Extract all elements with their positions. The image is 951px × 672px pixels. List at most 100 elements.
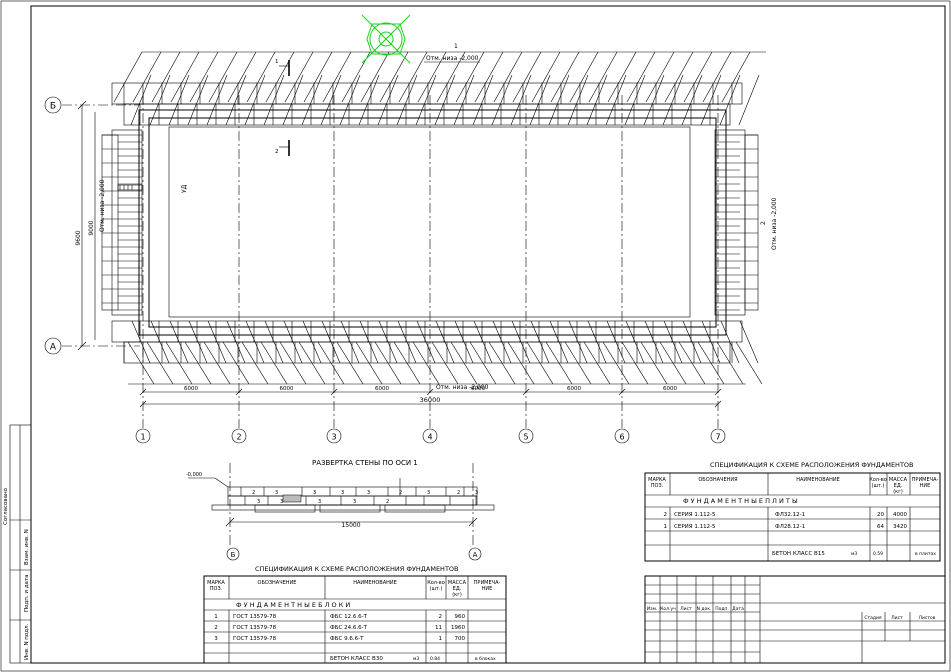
stamp-col-label: Дата: [732, 606, 744, 612]
axis-number-bubble: [518, 428, 534, 444]
spec-left-title: СПЕЦИФИКАЦИЯ К СХЕМЕ РАСПОЛОЖЕНИЯ ФУНДАМ…: [255, 565, 458, 573]
hatch-line: [189, 51, 219, 103]
hatch-line: [586, 74, 608, 126]
table-header: МАССА: [448, 580, 467, 586]
span-label: 6000: [471, 386, 485, 392]
razvertka-dim: 15000: [341, 522, 360, 529]
hatch-line: [702, 51, 732, 103]
table-header: Кол-во: [427, 580, 445, 586]
concrete-label: БЕТОН КЛАСС В30: [330, 656, 383, 662]
level-label-bottom: Отм. низа -2,000: [436, 384, 489, 391]
axis-number-bubble: [422, 428, 438, 444]
table-cell: 2: [664, 512, 668, 518]
concrete-note: в плитах: [915, 552, 936, 557]
hatch-line: [379, 51, 409, 103]
hatch-line: [265, 51, 295, 103]
hatch-line: [605, 74, 627, 126]
block-number: 3: [427, 490, 430, 496]
axis-number-bubble: [231, 428, 247, 444]
table-header: ПРИМЕЧА-: [912, 477, 939, 483]
hatch-line: [739, 320, 759, 364]
hatch-line: [322, 51, 352, 103]
table-cell: 700: [455, 636, 466, 642]
hatch-line: [339, 74, 361, 126]
concrete-qty: 0.59: [873, 551, 883, 557]
axis-number: 1: [140, 433, 145, 442]
table-header: (кг): [452, 592, 462, 598]
table-cell: 2: [214, 625, 218, 631]
table-header: Кол-во: [869, 477, 887, 483]
span-label: 6000: [375, 386, 389, 392]
table-header: ЕД.: [453, 586, 462, 592]
axis-number-bubble: [614, 428, 630, 444]
table-header: НАИМЕНОВАНИЕ: [796, 477, 840, 483]
table-cell: ГОСТ 13579-78: [233, 625, 277, 631]
table-header: (кг): [893, 489, 903, 495]
table-header: НАИМЕНОВАНИЕ: [353, 580, 397, 586]
hatch-line: [626, 51, 656, 103]
hatch-line: [244, 74, 266, 126]
crosshair-icon[interactable]: [361, 14, 411, 64]
table-header: ПОЗ.: [210, 586, 223, 592]
block-number: 3: [353, 499, 356, 505]
axis-number: 6: [619, 433, 624, 442]
hatch-line: [493, 51, 523, 103]
table-cell: 64: [877, 524, 884, 530]
section-number-top: 1: [454, 43, 458, 50]
concrete-unit: м3: [851, 551, 857, 557]
block-number: 3: [313, 490, 316, 496]
table-header: НИЕ: [482, 586, 493, 592]
table-cell: 4000: [893, 512, 907, 518]
spec-right-title: СПЕЦИФИКАЦИЯ К СХЕМЕ РАСПОЛОЖЕНИЯ ФУНДАМ…: [710, 461, 913, 469]
left-wall-blocks: [101, 134, 142, 311]
hatch-line: [683, 51, 713, 103]
block-number: 3: [257, 499, 260, 505]
axis-letter-b: Б: [50, 102, 56, 112]
level-label-left: Отм. низа -2,000: [99, 179, 106, 232]
concrete-qty: 0.84: [430, 656, 440, 662]
concrete-unit: м3: [413, 656, 419, 662]
right-wall-blocks: [715, 134, 759, 311]
block-number: 3: [275, 490, 278, 496]
table-header: ОБОЗНАЧЕНИЯ: [698, 477, 737, 483]
block-number: 2: [399, 490, 402, 496]
hatch-line: [436, 51, 466, 103]
axis-number: 2: [236, 433, 241, 442]
table-cell: ГОСТ 13579-78: [233, 614, 277, 620]
hatch-line: [282, 74, 304, 126]
hatch-line: [719, 74, 741, 126]
hatch-line: [301, 74, 323, 126]
hatch-line: [472, 74, 494, 126]
hatch-line: [132, 51, 162, 103]
dim-width-total: 36000: [420, 396, 441, 404]
hatch-line: [721, 51, 751, 103]
razvertka-level: -0,000: [186, 472, 202, 478]
axis-number-bubble: [326, 428, 342, 444]
hatch-line: [263, 74, 285, 126]
table-header: ОБОЗНАЧЕНИЕ: [258, 580, 297, 586]
table-cell: 1: [214, 614, 218, 620]
table-cell: ФЛ32.12-1: [775, 512, 805, 518]
hatch-line: [113, 51, 143, 103]
cut-label-1: 1: [275, 59, 279, 65]
hatch-line: [643, 74, 665, 126]
table-header: МАРКА: [648, 477, 666, 483]
hatch-line: [398, 51, 428, 103]
stamp-stage-label: Стадия: [864, 615, 882, 621]
hatch-line: [588, 51, 618, 103]
table-cell: 1: [439, 636, 443, 642]
axis-number: 4: [427, 433, 432, 442]
hatch-line: [415, 74, 437, 126]
hatch-line: [624, 74, 646, 126]
table-header: МАССА: [889, 477, 908, 483]
block-number: 3: [318, 499, 321, 505]
stamp-stage-label: Листов: [919, 615, 936, 621]
cut-label-2: 2: [275, 149, 279, 155]
hatch-line: [738, 74, 760, 126]
hatch-line: [358, 74, 380, 126]
table-header: МАРКА: [207, 580, 225, 586]
hatch-line: [681, 74, 703, 126]
hatch-line: [246, 51, 276, 103]
